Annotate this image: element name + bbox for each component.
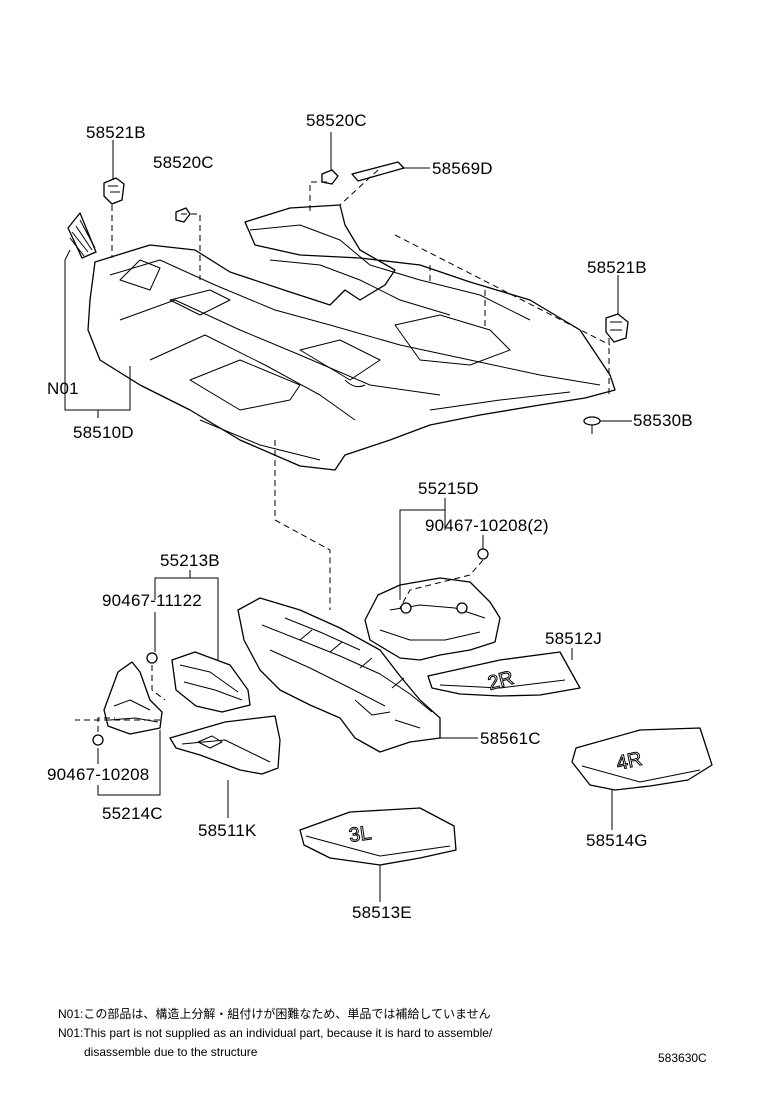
label-58521B-right: 58521B	[587, 258, 647, 277]
label-58569D: 58569D	[432, 159, 493, 178]
note-en-line2: disassemble due to the structure	[84, 1045, 258, 1059]
label-58530B: 58530B	[633, 411, 693, 430]
panel-55215D	[364, 548, 501, 661]
label-58520C-top: 58520C	[306, 111, 367, 130]
label-58513E: 58513E	[352, 903, 412, 922]
label-55215D: 55215D	[418, 479, 479, 498]
label-90467-10208: 90467-10208	[47, 765, 150, 784]
label-55214C: 55214C	[102, 804, 163, 823]
note-en-line1: N01:This part is not supplied as an indi…	[58, 1026, 493, 1040]
mat-58513E: 3L	[299, 807, 457, 866]
heel-pad-N01	[67, 212, 97, 259]
label-58520C-left: 58520C	[153, 153, 214, 172]
clip-58530B	[583, 416, 601, 434]
label-N01: N01	[47, 379, 79, 398]
label-58510D: 58510D	[73, 423, 134, 442]
mat-3L-mark: 3L	[348, 822, 373, 847]
label-58521B-top: 58521B	[86, 123, 146, 142]
label-55213B: 55213B	[160, 551, 220, 570]
assembly-dashed-lines	[75, 169, 611, 732]
panel-55213B	[146, 651, 251, 713]
mat-58511K	[169, 715, 281, 775]
leader-lines	[64, 132, 632, 902]
silencer-58561C	[237, 597, 441, 753]
mat-58514G: 4R	[571, 727, 713, 791]
mat-58512J: 2R	[427, 651, 581, 697]
clip-58520C-top	[321, 169, 339, 185]
label-90467-10208-2: 90467-10208(2)	[425, 516, 549, 535]
clip-58520C-left	[175, 207, 191, 223]
label-58561C: 58561C	[480, 729, 541, 748]
floor-carpet-58510D	[87, 204, 616, 471]
clip-58521B-top	[103, 177, 125, 205]
panel-55214C	[92, 661, 163, 746]
label-58512J: 58512J	[545, 629, 602, 648]
label-90467-11122: 90467-11122	[102, 591, 202, 610]
clip-58521B-right	[605, 313, 629, 343]
figure-code: 583630C	[658, 1051, 707, 1065]
pad-58569D	[351, 161, 405, 182]
label-58514G: 58514G	[586, 831, 648, 850]
label-58511K: 58511K	[198, 821, 257, 840]
note-jp: N01:この部品は、構造上分解・組付けが困難なため、単品では補給していません	[58, 1007, 491, 1021]
